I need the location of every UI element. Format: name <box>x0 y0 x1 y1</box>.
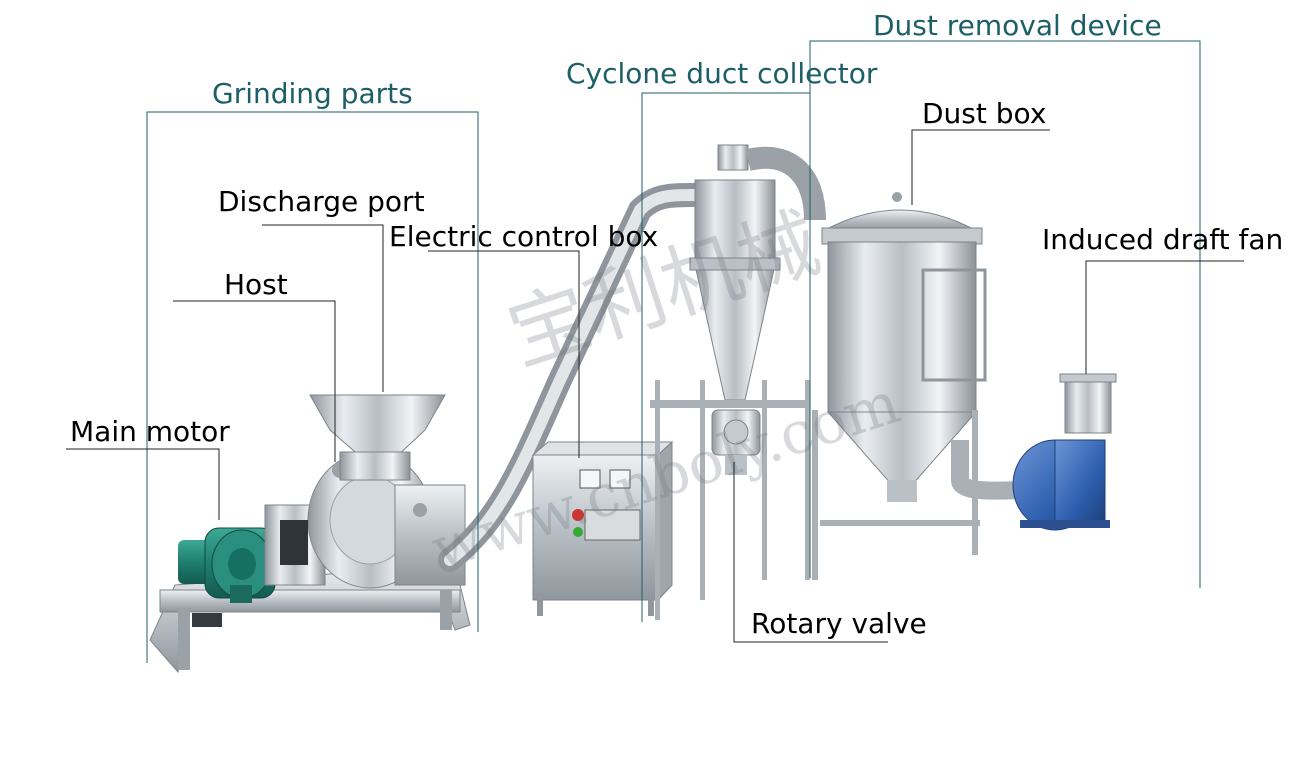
induced-draft-fan-unit <box>951 373 1117 531</box>
host-leader <box>173 300 336 462</box>
label-discharge-port: Discharge port <box>218 185 425 218</box>
conveying-pipe <box>438 183 707 572</box>
label-dust-box: Dust box <box>922 97 1047 130</box>
label-dust-removal-device: Dust removal device <box>873 9 1162 42</box>
discharge-port-leader <box>262 224 384 392</box>
grinding-parts-bracket <box>146 111 479 663</box>
electric-control-box-leader <box>428 250 580 458</box>
label-main-motor: Main motor <box>70 415 230 448</box>
electric-control-box-cabinet <box>531 440 674 616</box>
main-motor-leader <box>66 448 220 520</box>
label-electric-control-box: Electric control box <box>389 220 659 253</box>
induced-draft-fan-leader <box>1085 260 1244 374</box>
label-grinding-parts: Grinding parts <box>212 77 413 110</box>
host-mill <box>264 451 466 589</box>
label-cyclone-duct-collector: Cyclone duct collector <box>566 57 878 90</box>
grinder-assembly <box>149 394 471 674</box>
rotary-valve-body <box>711 409 761 475</box>
main-motor-body <box>178 527 276 603</box>
cyclone-bracket <box>641 92 810 622</box>
dust-box-leader <box>911 129 1050 205</box>
dust-box-tank <box>812 192 987 580</box>
section-brackets <box>146 40 1201 663</box>
label-rotary-valve: Rotary valve <box>751 607 927 640</box>
dust-removal-bracket <box>809 40 1201 588</box>
cyclone-collector <box>650 144 826 620</box>
rotary-valve-leader <box>733 462 888 643</box>
label-induced-draft-fan: Induced draft fan <box>1042 223 1284 256</box>
label-host: Host <box>224 268 288 301</box>
discharge-port-hopper <box>309 394 446 481</box>
leader-lines <box>66 129 1244 643</box>
